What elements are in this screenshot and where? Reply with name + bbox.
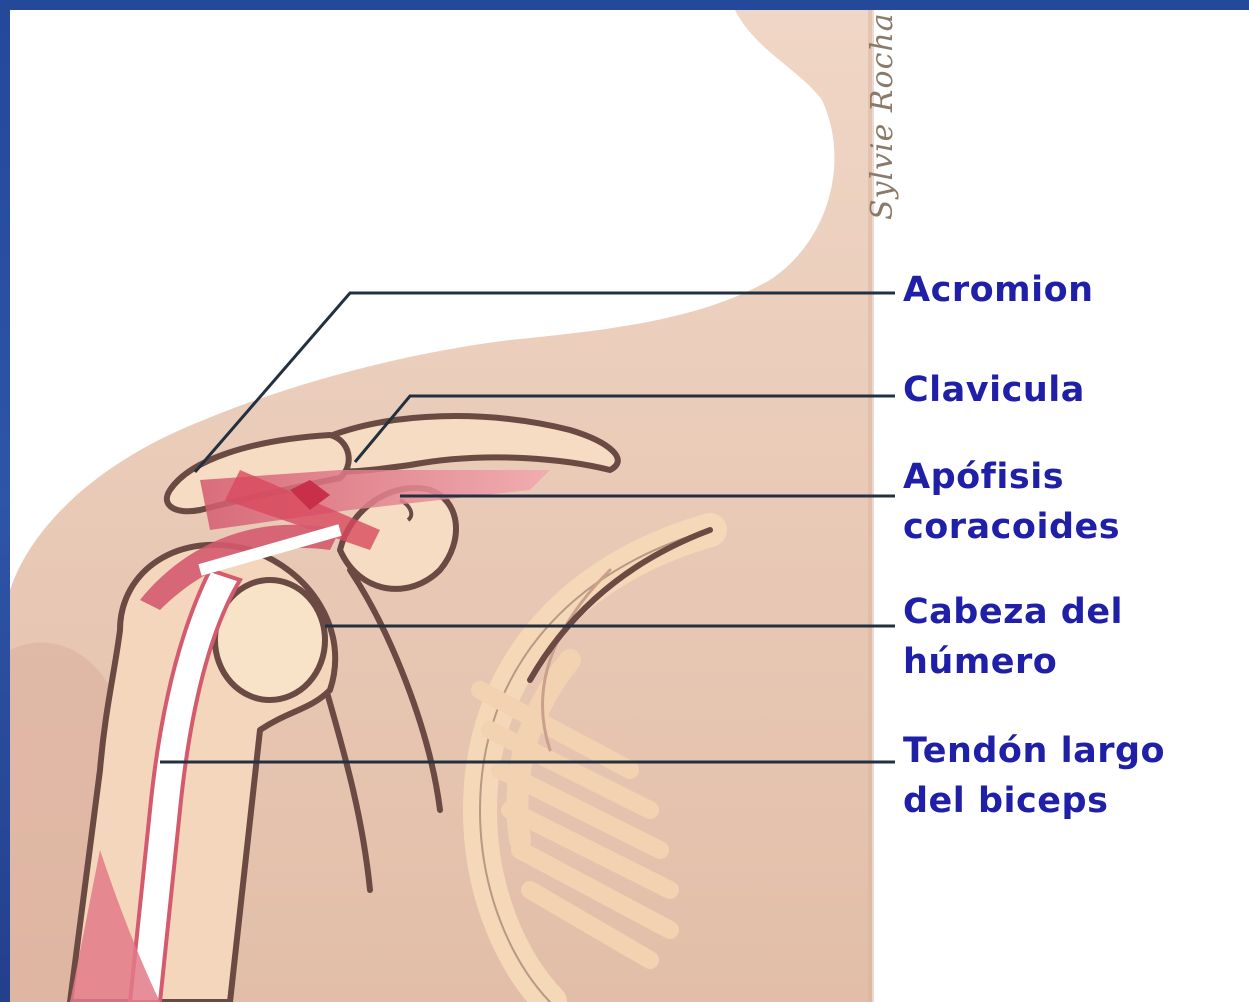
label-apofisis-line2: coracoides [903, 502, 1120, 552]
label-clavicula: Clavicula [903, 365, 1085, 415]
label-apofisis-line1: Apófisis [903, 452, 1064, 502]
label-cabeza-line1: Cabeza del [903, 587, 1123, 637]
illustration-panel: Sylvie Rochart Acromion Clavicula Apófis… [10, 10, 1249, 1002]
label-tendon-line2: del biceps [903, 776, 1108, 826]
artist-signature: Sylvie Rochart [865, 10, 900, 220]
label-tendon-line1: Tendón largo [903, 726, 1165, 776]
label-cabeza-line2: húmero [903, 637, 1057, 687]
label-acromion: Acromion [903, 265, 1094, 315]
